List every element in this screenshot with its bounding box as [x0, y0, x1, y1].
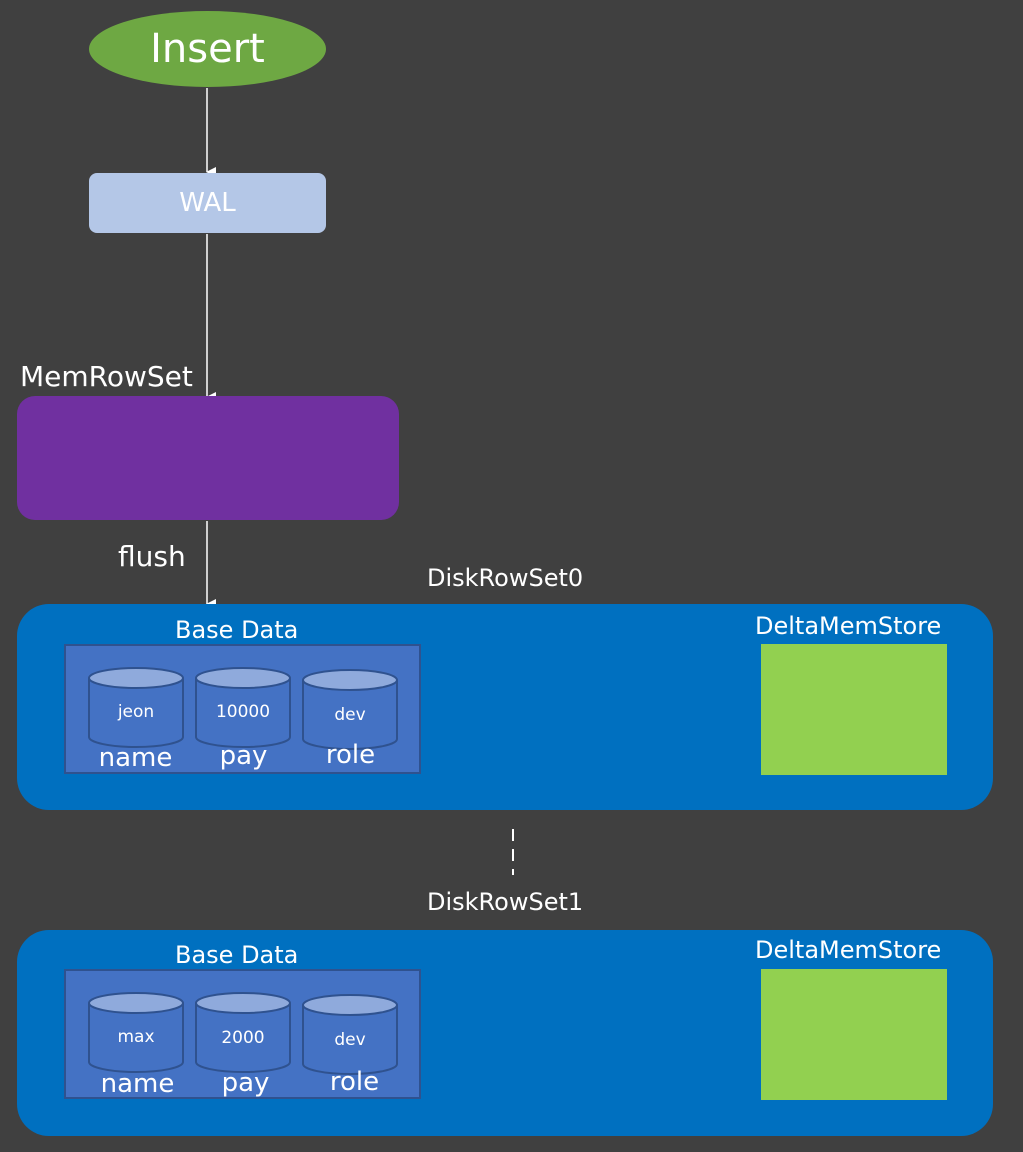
cylinder-column-name [88, 992, 184, 1073]
flush-label: flush [118, 540, 186, 573]
cylinder-column-pay [195, 992, 291, 1073]
diskrowset1-delta-label: DeltaMemStore [755, 936, 942, 964]
insert-node: Insert [89, 11, 326, 87]
cylinder-column-pay [195, 667, 291, 748]
cylinder-column-name [88, 667, 184, 748]
diskrowset1-pay-label: pay [221, 1068, 270, 1098]
diskrowset0-role-label: role [325, 740, 376, 770]
diskrowset1-name-value: max [117, 1027, 155, 1047]
diskrowset0-role-value: dev [334, 705, 366, 725]
diskrowset0-name-label: name [98, 743, 173, 773]
diskrowset0-delta-label: DeltaMemStore [755, 612, 942, 640]
diskrowset0-pay-value: 10000 [215, 702, 271, 722]
diskrowset1-role-value: dev [334, 1030, 366, 1050]
diskrowset0-deltamemstore [761, 644, 947, 775]
diskrowset1-role-label: role [329, 1067, 380, 1097]
cylinder-column-role [302, 994, 398, 1075]
diskrowset1-title: DiskRowSet1 [427, 888, 584, 916]
insert-label: Insert [150, 26, 265, 72]
diskrowset0-pay-label: pay [219, 741, 268, 771]
memrowset-label: MemRowSet [20, 360, 193, 393]
diskrowset1-deltamemstore [761, 969, 947, 1100]
diskrowset1-base-data-label: Base Data [175, 941, 299, 969]
diskrowset0-name-value: jeon [117, 702, 155, 722]
diskrowset0-base-data-label: Base Data [175, 616, 299, 644]
diskrowset1-pay-value: 2000 [221, 1028, 265, 1048]
cylinder-column-role [302, 669, 398, 750]
diskrowset1-name-label: name [100, 1069, 175, 1099]
memrowset-box [17, 396, 399, 520]
wal-node: WAL [89, 173, 326, 233]
wal-label: WAL [179, 188, 236, 218]
diskrowset0-title: DiskRowSet0 [427, 564, 584, 592]
